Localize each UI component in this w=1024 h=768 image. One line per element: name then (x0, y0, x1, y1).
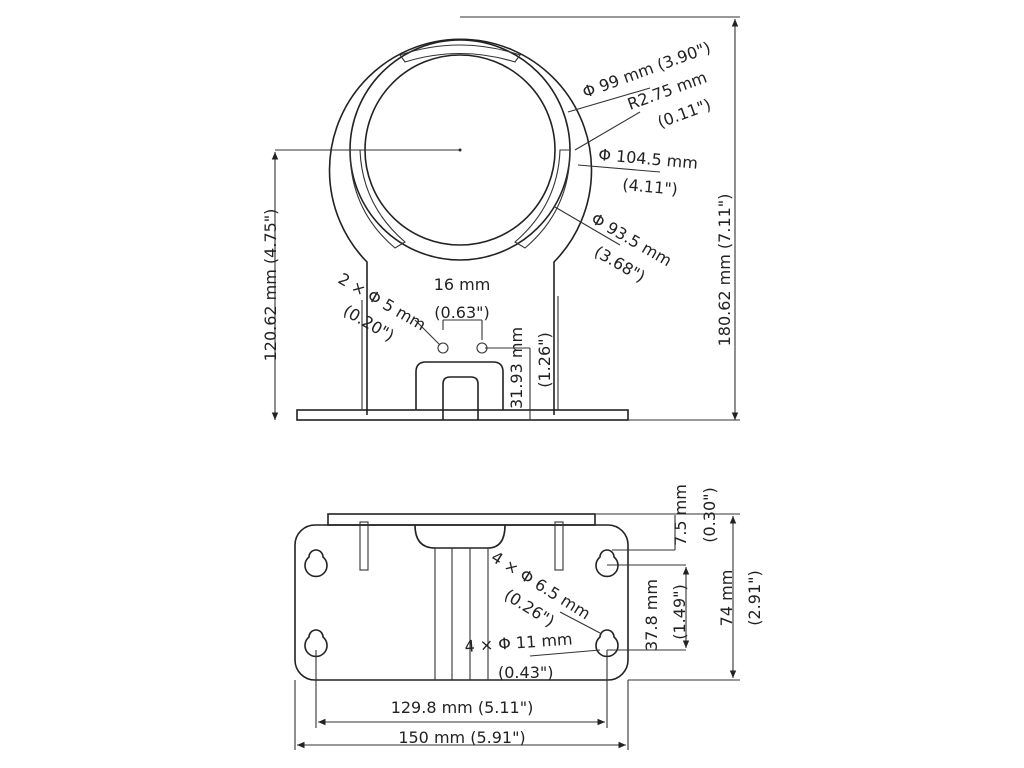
dim-378-inch: (1.49") (670, 584, 689, 639)
base-plate (296, 409, 629, 421)
slot-left (349, 149, 406, 249)
dim-3193-label: 31.93 mm (507, 327, 526, 409)
slot-right (514, 149, 571, 249)
hole-5mm (437, 342, 449, 354)
base-plate (294, 524, 629, 681)
dia-1045-inch: (4.11") (622, 175, 679, 199)
holes-11-inch: (0.43") (498, 663, 553, 682)
bottom-view: 7.5 mm (0.30") 74 mm (2.91") 37.8 mm (1.… (294, 484, 764, 750)
bump (415, 361, 504, 410)
dia-1045-label: Φ 104.5 mm (598, 145, 699, 173)
dim-180-label: 180.62 mm (7.11") (715, 194, 734, 347)
width-16-inch: (0.63") (434, 303, 489, 322)
dim-74-inch: (2.91") (745, 570, 764, 625)
dim-74-label: 74 mm (717, 570, 736, 627)
dim-75-label: 7.5 mm (671, 484, 690, 546)
slot-top (399, 44, 521, 63)
dim-1298-label: 129.8 mm (5.11") (391, 698, 534, 717)
top-view: 120.62 mm (4.75") 180.62 mm (7.11") Φ 99… (261, 16, 740, 421)
dim-3193-inch: (1.26") (535, 332, 554, 387)
width-16-label: 16 mm (434, 275, 491, 294)
dim-75-inch: (0.30") (700, 487, 719, 542)
dim-150-label: 150 mm (5.91") (398, 728, 525, 747)
dim-120-label: 120.62 mm (4.75") (261, 209, 280, 362)
dim-378-label: 37.8 mm (642, 579, 661, 651)
holes-11-label: 4 × Φ 11 mm (464, 629, 573, 655)
